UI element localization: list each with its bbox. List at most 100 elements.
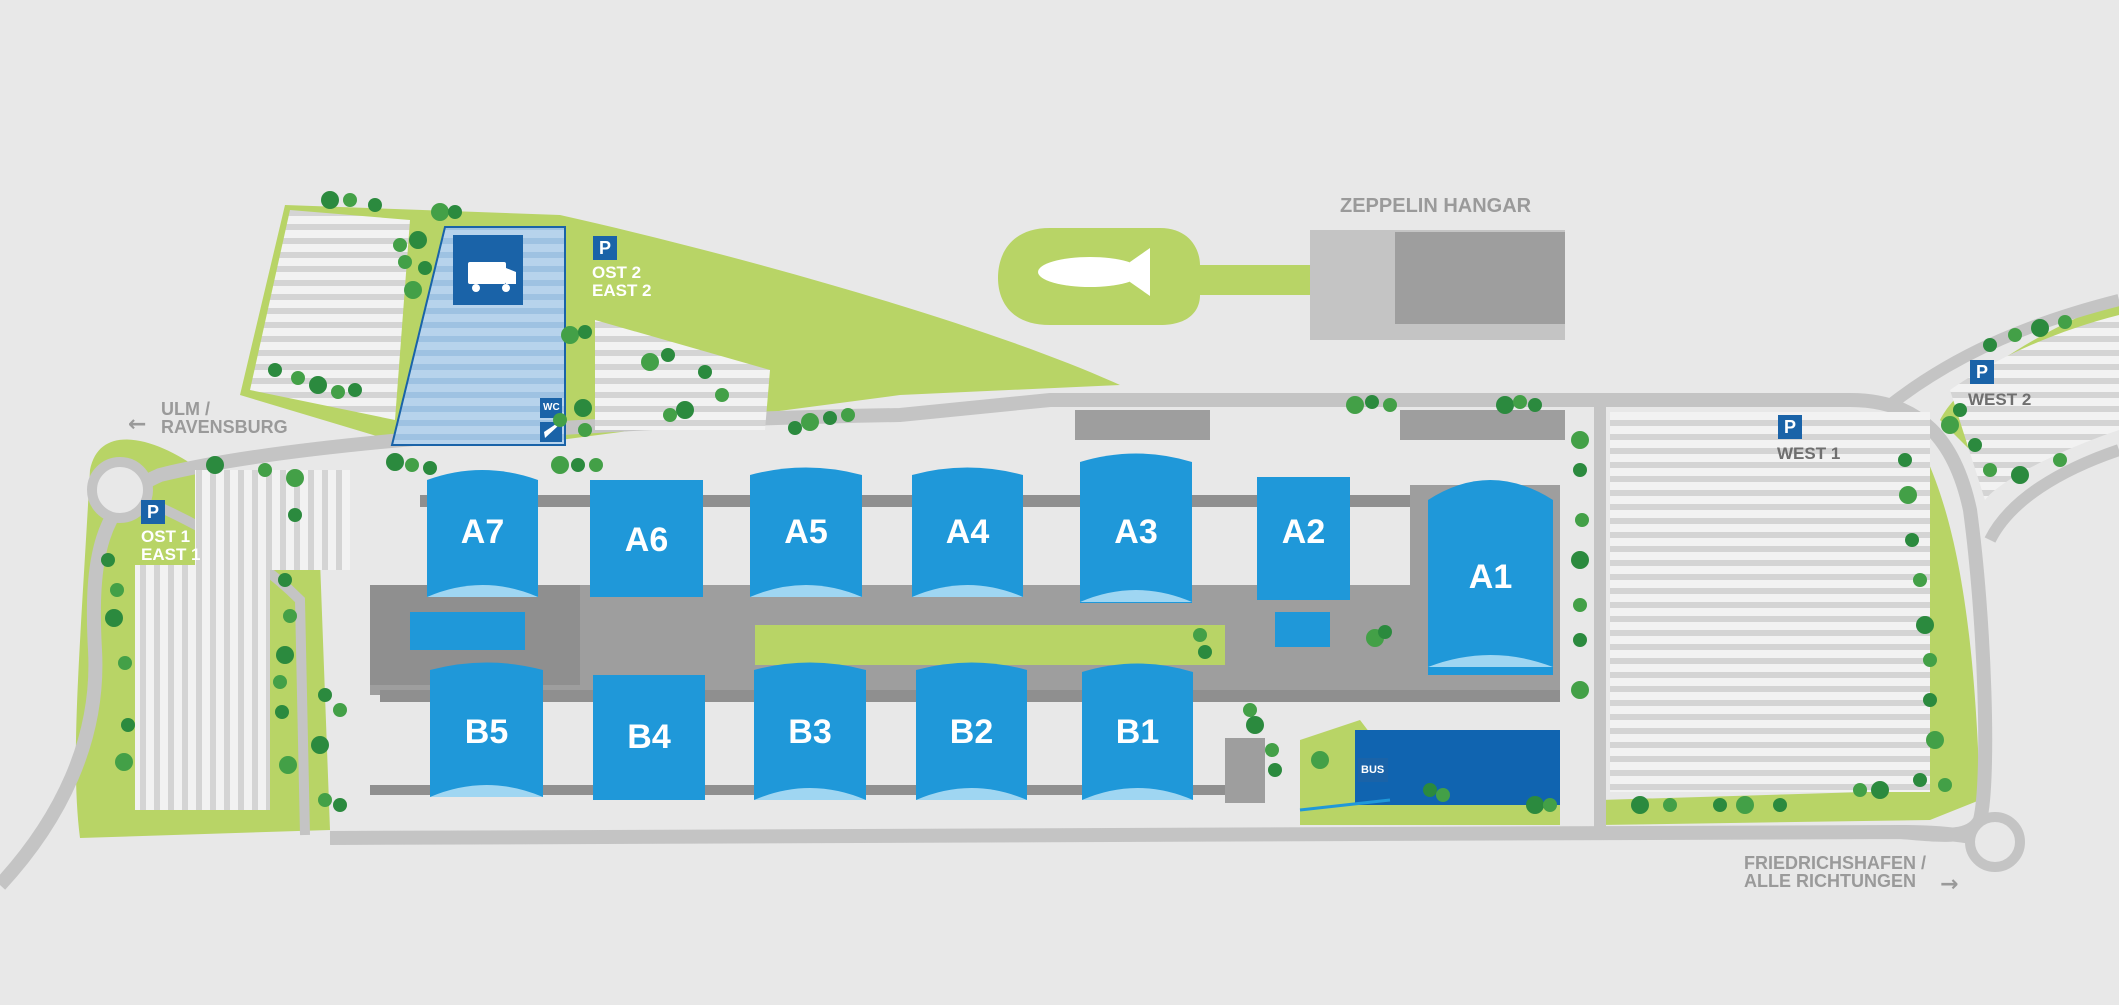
wc-label: WC xyxy=(543,402,560,413)
tree-icon xyxy=(1983,463,1997,477)
tree-icon xyxy=(405,458,419,472)
hall-shape-b1 xyxy=(1082,663,1193,800)
tree-icon xyxy=(1913,573,1927,587)
parking-west2-label: WEST 2 xyxy=(1968,390,2032,409)
arrow-left-icon: ← xyxy=(128,412,147,437)
parking-east2-sign: P xyxy=(593,236,617,260)
hall-shape-a7 xyxy=(427,470,538,597)
tree-icon xyxy=(1571,551,1589,569)
tree-icon xyxy=(1311,751,1329,769)
tree-icon xyxy=(273,675,287,689)
tree-icon xyxy=(1923,653,1937,667)
tree-icon xyxy=(801,413,819,431)
hall-light-band xyxy=(430,785,543,797)
tree-icon xyxy=(321,191,339,209)
parking-east2-west xyxy=(250,210,410,420)
tree-icon xyxy=(1916,616,1934,634)
tree-icon xyxy=(448,205,462,219)
tree-icon xyxy=(2058,315,2072,329)
tree-icon xyxy=(418,261,432,275)
tree-icon xyxy=(331,385,345,399)
hall-b3[interactable]: B3 xyxy=(788,713,832,751)
tree-icon xyxy=(589,458,603,472)
tree-icon xyxy=(1243,703,1257,717)
hall-a6[interactable]: A6 xyxy=(624,520,669,559)
hall-light-band xyxy=(916,788,1027,800)
tree-icon xyxy=(386,453,404,471)
tree-icon xyxy=(1663,798,1677,812)
tree-icon xyxy=(1575,513,1589,527)
hall-light-band xyxy=(1428,655,1553,667)
roundabout-west xyxy=(87,457,153,523)
tree-icon xyxy=(318,688,332,702)
tree-icon xyxy=(1378,625,1392,639)
service-building-1 xyxy=(1075,410,1210,440)
tree-icon xyxy=(1543,798,1557,812)
hall-b2[interactable]: B2 xyxy=(949,713,994,751)
parking-east1-sign: P xyxy=(141,500,165,524)
tree-icon xyxy=(275,705,289,719)
tree-icon xyxy=(291,371,305,385)
parking-east1-label-2: EAST 1 xyxy=(141,545,201,564)
hall-a7[interactable]: A7 xyxy=(460,513,505,551)
hall-shape-b4 xyxy=(593,675,705,800)
tree-icon xyxy=(2008,328,2022,342)
flag-row xyxy=(1299,798,1391,812)
tree-icon xyxy=(309,376,327,394)
tree-icon xyxy=(1571,431,1589,449)
tree-icon xyxy=(258,463,272,477)
parking-east1 xyxy=(135,565,270,810)
halls-a-group xyxy=(427,453,1553,675)
parking-west2 xyxy=(1950,315,2119,500)
hall-b5[interactable]: B5 xyxy=(464,713,509,751)
hall-light-band xyxy=(912,585,1023,597)
tree-icon xyxy=(404,281,422,299)
tree-icon xyxy=(578,423,592,437)
hall-a1[interactable]: A1 xyxy=(1468,558,1513,596)
tree-icon xyxy=(715,388,729,402)
parking-east2-label-1: OST 2 xyxy=(592,263,642,282)
hall-shape-a6 xyxy=(590,480,703,597)
tree-icon xyxy=(431,203,449,221)
parking-east1-label-1: OST 1 xyxy=(141,527,191,546)
bus-sign xyxy=(1358,758,1388,782)
tree-icon xyxy=(268,363,282,377)
hall-light-band xyxy=(1082,788,1193,800)
tree-icon xyxy=(206,456,224,474)
tree-icon xyxy=(1853,783,1867,797)
tree-icon xyxy=(1513,395,1527,409)
tree-icon xyxy=(823,411,837,425)
foyer-east-blue xyxy=(1275,612,1330,647)
hall-shape-a3 xyxy=(1080,453,1192,603)
hall-shape-a5 xyxy=(750,467,862,597)
tree-icon xyxy=(311,736,329,754)
tree-icon xyxy=(1941,416,1959,434)
parking-west1 xyxy=(1610,412,1930,792)
inner-courtyard xyxy=(755,625,1225,665)
tree-icon xyxy=(1968,438,1982,452)
tree-icon xyxy=(1265,743,1279,757)
tree-icon xyxy=(2011,466,2029,484)
tree-icon xyxy=(574,399,592,417)
zeppelin-hangar-label: ZEPPELIN HANGAR xyxy=(1340,195,1532,217)
airport-icon xyxy=(544,424,558,438)
hall-a4[interactable]: A4 xyxy=(945,513,990,551)
hall-a3[interactable]: A3 xyxy=(1114,513,1158,551)
foyer-west-blue xyxy=(410,612,525,650)
hall-a5[interactable]: A5 xyxy=(784,513,828,551)
tree-icon xyxy=(2031,319,2049,337)
road-north-east xyxy=(1886,294,2119,410)
hall-shape-b5 xyxy=(430,662,543,797)
tree-icon xyxy=(348,383,362,397)
wc-sign xyxy=(540,398,562,418)
tree-icon xyxy=(393,238,407,252)
hall-b4[interactable]: B4 xyxy=(627,718,671,756)
tree-icon xyxy=(333,703,347,717)
hall-a2[interactable]: A2 xyxy=(1281,513,1326,551)
hall-b1[interactable]: B1 xyxy=(1115,713,1160,751)
tree-icon xyxy=(1246,716,1264,734)
tree-icon xyxy=(1346,396,1364,414)
tree-icon xyxy=(1383,398,1397,412)
airship-icon xyxy=(1038,248,1150,296)
